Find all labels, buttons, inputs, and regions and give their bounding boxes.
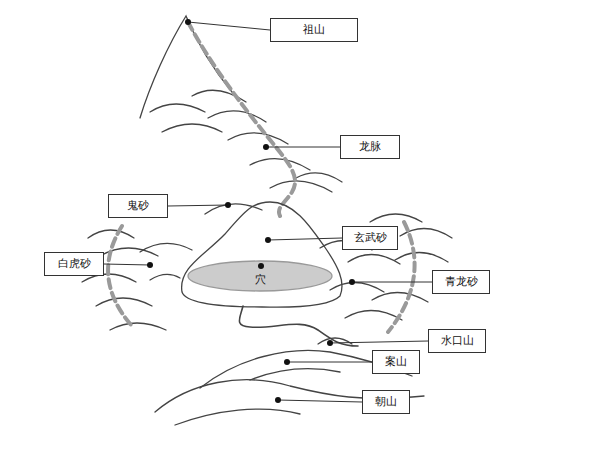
leader-dot xyxy=(263,144,269,150)
point-label: 穴 xyxy=(255,272,266,287)
leader-dot xyxy=(225,202,231,208)
label-box: 白虎砂 xyxy=(44,252,104,276)
label-box: 龙脉 xyxy=(340,135,400,159)
leader-dot xyxy=(327,340,333,346)
label-box: 案山 xyxy=(372,350,420,374)
leader-line xyxy=(266,147,340,148)
leader-line xyxy=(188,22,270,30)
leader-dot xyxy=(265,237,271,243)
leader-dot xyxy=(185,19,191,25)
box-label: 鬼砂 xyxy=(127,199,149,212)
label-box: 玄武砂 xyxy=(342,226,398,250)
box-label: 朝山 xyxy=(375,395,397,408)
label-box: 朝山 xyxy=(362,390,410,414)
label-box: 祖山 xyxy=(270,18,358,42)
leader-line xyxy=(104,264,150,265)
box-label: 水口山 xyxy=(441,334,474,347)
leader-line xyxy=(278,400,362,402)
leader-dot xyxy=(349,279,355,285)
label-box: 鬼砂 xyxy=(108,194,168,218)
box-label: 案山 xyxy=(385,355,407,368)
leader-line xyxy=(168,205,228,206)
box-label: 玄武砂 xyxy=(354,231,387,244)
leader-dot xyxy=(275,397,281,403)
leader-line xyxy=(268,238,342,240)
leader-line xyxy=(352,282,432,283)
box-label: 白虎砂 xyxy=(58,257,91,270)
leader-dot xyxy=(284,359,290,365)
label-box: 水口山 xyxy=(428,329,486,353)
leader-line xyxy=(330,341,428,343)
box-label: 龙脉 xyxy=(359,140,381,153)
leader-dot xyxy=(147,262,153,268)
box-label: 青龙砂 xyxy=(445,275,478,288)
leader-line xyxy=(287,362,372,363)
box-label: 祖山 xyxy=(303,23,325,36)
label-box: 青龙砂 xyxy=(432,270,490,294)
